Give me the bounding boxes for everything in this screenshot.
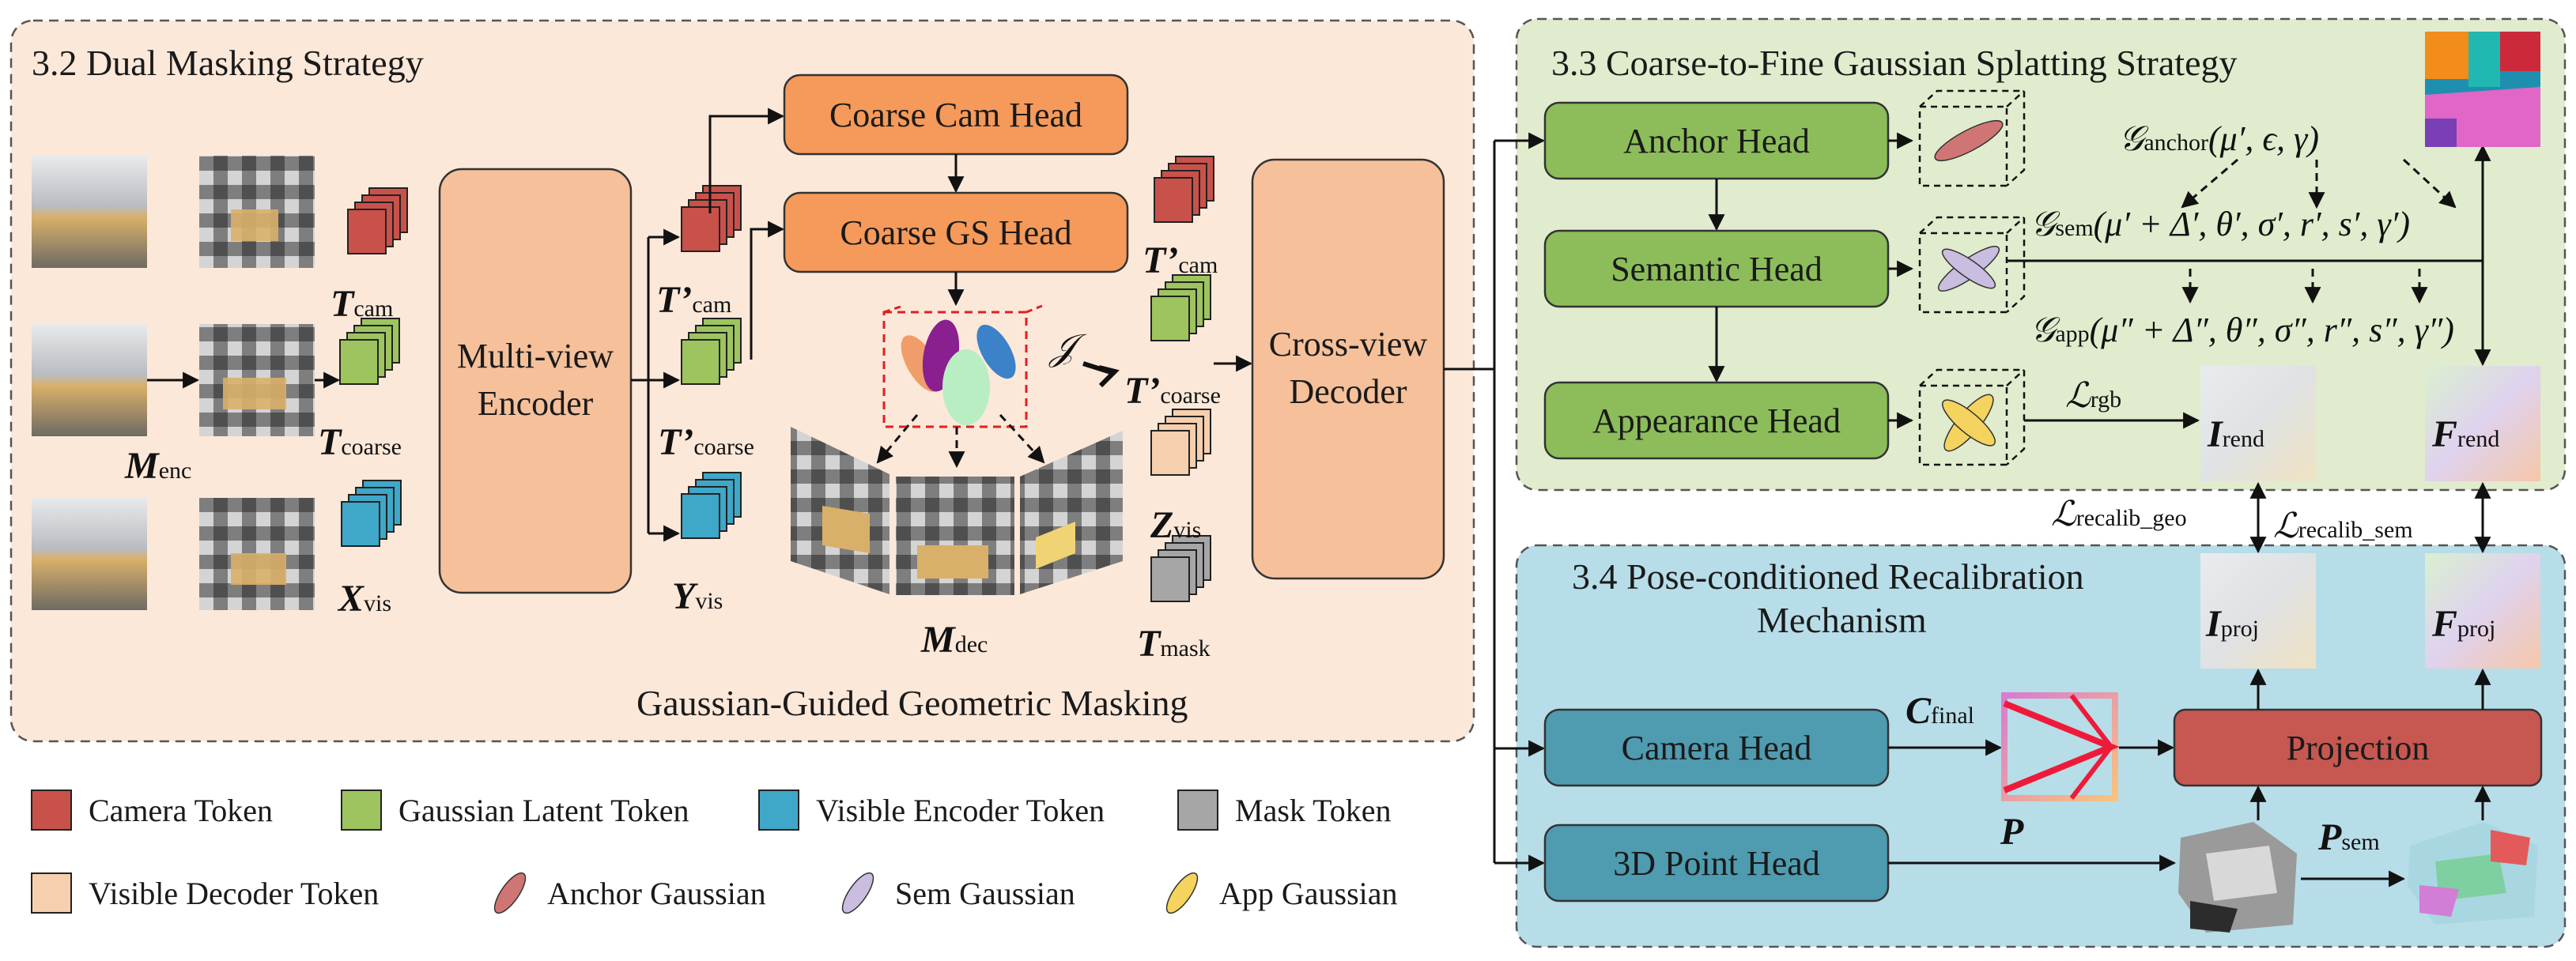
decoder-masked-views (791, 427, 1123, 595)
legend-swatch (758, 790, 799, 831)
l-recalib-sem-label: ℒrecalib_sem (2273, 507, 2413, 545)
legend-item: Anchor Gaussian (493, 872, 766, 914)
legend-item: App Gaussian (1165, 872, 1398, 914)
recalib-title-line1: 3.4 Pose-conditioned Recalibration (1572, 556, 2084, 597)
anchor-head-label: Anchor Head (1623, 122, 1810, 160)
legend-item: Camera Token (31, 790, 273, 831)
l-recalib-geo-label: ℒrecalib_geo (2051, 495, 2187, 533)
legend-label: Camera Token (89, 793, 273, 828)
i-proj-image (2200, 553, 2316, 669)
legend-label: Gaussian Latent Token (398, 793, 689, 828)
tp-coarse-label: T’coarse (658, 421, 754, 463)
legend-item: Sem Gaussian (841, 872, 1075, 914)
projection-label: Projection (2287, 729, 2430, 767)
recalib-title-line2: Mechanism (1757, 600, 1927, 640)
decoder-line1: Cross-view (1269, 325, 1428, 364)
f-rend-image (2425, 366, 2540, 481)
splatting-title: 3.3 Coarse-to-Fine Gaussian Splatting St… (1551, 43, 2238, 83)
coarse-gaussians (876, 304, 1045, 469)
tp-coarse2-label: T’coarse (1124, 370, 1221, 412)
token-stack-z-vis (1150, 409, 1211, 476)
c-final-label: Cfinal (1906, 690, 1974, 732)
coarse-gs-head-label: Coarse GS Head (840, 213, 1071, 252)
token-stack-tp-cam2 (1154, 156, 1214, 223)
f-proj-label: Fproj (2431, 603, 2495, 645)
legend-label: Sem Gaussian (895, 876, 1075, 911)
input-image-2 (32, 324, 147, 436)
projection-block (2173, 708, 2543, 787)
legend-label: Anchor Gaussian (547, 876, 766, 911)
t-mask-label: Tmask (1137, 623, 1211, 665)
token-stack-x-vis (341, 480, 402, 547)
f-rend-label: Frend (2431, 413, 2499, 455)
appearance-head-label: Appearance Head (1592, 401, 1841, 440)
legend-swatch (1165, 872, 1199, 914)
legend-swatch (493, 872, 527, 914)
x-vis-label: Xvis (337, 578, 391, 620)
decoder-line2: Decoder (1289, 372, 1407, 411)
camera-frustum-icon (2001, 692, 2120, 801)
cross-view-decoder (1251, 158, 1445, 580)
z-vis-label: Zvis (1150, 504, 1201, 546)
camera-head-label: Camera Head (1622, 729, 1812, 767)
semantic-head-label: Semantic Head (1611, 250, 1822, 288)
token-stack-t-cam (347, 187, 408, 254)
g-sem-formula: 𝒢sem(μ′ + Δ′, θ′, σ′, r′, s′, γ′) (2030, 205, 2410, 243)
i-rend-label: Irend (2207, 413, 2264, 455)
tp-cam2-label: T’cam (1143, 239, 1218, 281)
legend-item: Mask Token (1177, 790, 1392, 831)
token-stack-t-coarse (339, 318, 400, 385)
multi-view-encoder (438, 168, 633, 594)
sem-gaussian-cube (1918, 216, 2026, 314)
masking-caption: Gaussian-Guided Geometric Masking (636, 683, 1188, 723)
legend-item: Gaussian Latent Token (341, 790, 689, 831)
legend-label: Visible Encoder Token (816, 793, 1105, 828)
legend-label: App Gaussian (1219, 876, 1398, 911)
coarse-cam-head-label: Coarse Cam Head (829, 96, 1082, 134)
p-sem-label: Psem (2317, 816, 2380, 858)
app-gaussian-cube (1918, 368, 2026, 466)
token-stack-t-mask (1150, 535, 1211, 602)
semantic-point-cloud-image (2408, 822, 2538, 925)
y-vis-label: Yvis (672, 575, 723, 617)
legend-swatch (31, 790, 72, 831)
encoder-line2: Encoder (478, 384, 594, 423)
l-rgb-label: ℒrgb (2065, 376, 2121, 415)
legend-swatch (841, 872, 874, 914)
encoder-line1: Multi-view (457, 337, 614, 375)
i-proj-label: Iproj (2205, 603, 2259, 645)
masking-title: 3.2 Dual Masking Strategy (32, 43, 424, 83)
f-proj-image (2425, 553, 2540, 669)
legend-swatch (31, 872, 72, 914)
legend-item: Visible Decoder Token (31, 872, 379, 914)
m-enc-label: Menc (124, 445, 191, 487)
t-coarse-label: Tcoarse (318, 421, 402, 463)
legend-swatch (341, 790, 382, 831)
tp-cam-label: T’cam (656, 279, 731, 321)
legend-label: Mask Token (1235, 793, 1392, 828)
point-head-label: 3D Point Head (1613, 844, 1820, 883)
g-app-formula: 𝒢app(μ″ + Δ″, θ″, σ″, r″, s″, γ″) (2030, 311, 2454, 349)
legend-item: Visible Encoder Token (758, 790, 1105, 831)
input-image-1 (32, 156, 147, 268)
token-stack-tp-coarse (681, 318, 742, 385)
m-dec-label: Mdec (920, 619, 988, 661)
anchor-gaussian-cube (1918, 89, 2026, 187)
p-label: P (2000, 811, 2024, 853)
token-stack-y-vis (681, 472, 742, 539)
point-cloud-image (2178, 822, 2297, 933)
input-image-3 (32, 498, 147, 610)
semantic-map-image (2425, 32, 2540, 147)
input-images (32, 156, 315, 610)
token-stack-tp-coarse2 (1150, 274, 1211, 341)
legend-swatch (1177, 790, 1218, 831)
t-cam-label: Tcam (330, 283, 393, 325)
i-rend-image (2200, 366, 2316, 481)
legend-label: Visible Decoder Token (89, 876, 379, 911)
